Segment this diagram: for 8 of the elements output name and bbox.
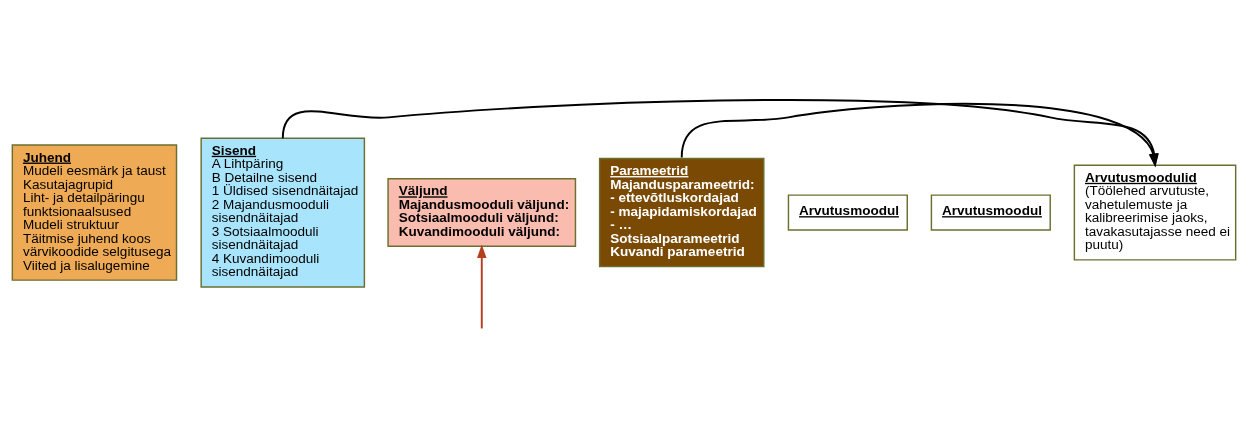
- node-box: Arvutusmoodul: [787, 193, 908, 231]
- node-box: Väljund Majandusmooduli väljund: Sotsiaalmooduli väljund: Kuvandimooduli väljund:: [387, 177, 577, 247]
- node-box: Sisend A Lihtpäring B Detailne sisend 1 Üldised sisendnäitajad 2 Majandusmooduli sisendnäitajad 3 Sotsiaalmooduli sisendnäitajad 4 Kuvandimooduli sisendnäitajad: [200, 136, 366, 288]
- node-box: Arvutusmoodulid (Töölehed arvutuste, vahetulemuste ja kalibreerimise jaoks, tavakasutajasse need ei puutu): [1073, 163, 1237, 261]
- node-box: Arvutusmoodul: [930, 193, 1051, 231]
- node-box: Juhend Mudeli eesmärk ja taust Kasutajagrupid Liht- ja detailpäringu funktsionaalsused Mudeli struktuur Täitmise juhend koos värvikoodide selgitusega Viited ja lisalugemine: [11, 143, 178, 281]
- arrow: [477, 243, 487, 329]
- node-box: Parameetrid Majandusparameetrid: - ettevõtluskordajad - majapidamiskordajad - … Sotsiaalparameetrid Kuvandi parameetrid: [598, 157, 765, 267]
